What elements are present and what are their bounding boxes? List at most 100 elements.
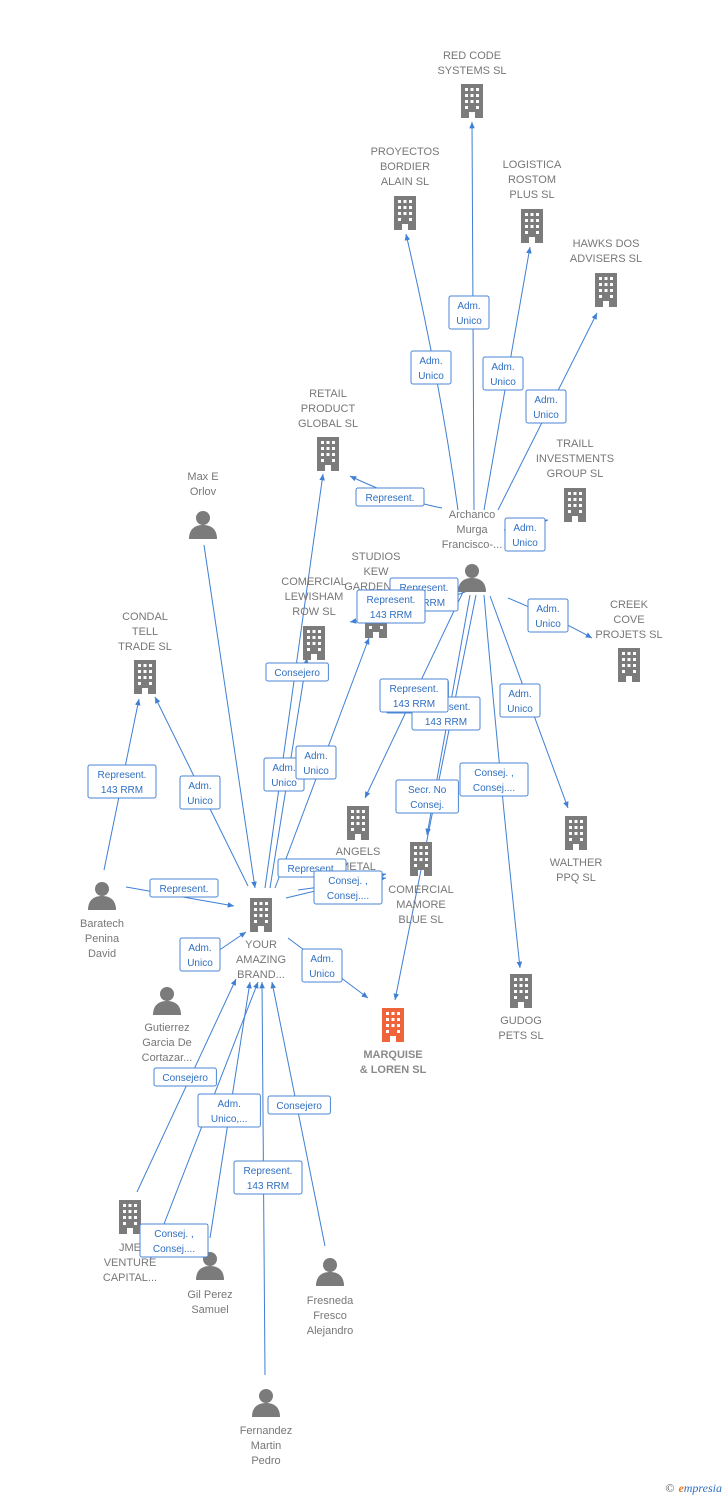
edge-label: Represent.143 RRM [87, 764, 157, 799]
edge-label: Consej. ,Consej.... [459, 762, 529, 797]
edge-label-text: Represent.143 RRM [98, 770, 147, 796]
building-icon [119, 1200, 141, 1234]
edge-label: Adm.Unico [448, 295, 490, 330]
copyright-symbol: © [665, 1481, 675, 1495]
edge-label: Adm.Unico [525, 389, 567, 424]
node-marquise[interactable]: MARQUISE& LOREN SL [360, 1008, 427, 1076]
edge-label-text: Represent. [288, 864, 337, 875]
person-icon [252, 1389, 280, 1417]
brand-initial: e [678, 1481, 684, 1495]
edge-label: Adm.Unico [527, 598, 569, 633]
edge-label-text: Consej. ,Consej.... [327, 876, 369, 902]
edge-label: Consejero [153, 1067, 217, 1087]
building-icon [618, 648, 640, 682]
edge-label-text: Adm.Unico,... [211, 1099, 248, 1125]
building-icon [134, 660, 156, 694]
edge-label: Represent.143 RRM [356, 589, 426, 624]
edge-label: Consejero [267, 1095, 331, 1115]
edge-label-text: Adm.Unico [512, 523, 538, 549]
brand-name: mpresia [683, 1481, 722, 1495]
edge-label-box [525, 389, 567, 424]
building-icon [521, 209, 543, 243]
edge-label-box [267, 1095, 331, 1115]
edge-label-box [499, 683, 541, 718]
edge-line [203, 544, 257, 889]
edge-label-text: Adm.Unico [187, 781, 213, 807]
edge-label-text: Represent. [366, 493, 415, 504]
edge-label-box [504, 517, 546, 552]
edge-label: Adm.Unico [482, 356, 524, 391]
person-icon [316, 1258, 344, 1286]
edge-label-box [448, 295, 490, 330]
edge-label-box [313, 870, 383, 905]
edge-label-text: Adm.Unico [187, 943, 213, 969]
edge-label-text: Adm.Unico [533, 395, 559, 421]
edge-label-box [233, 1160, 303, 1195]
edge-label-box [265, 662, 329, 682]
edge-label-box [356, 589, 426, 624]
edge-label-text: Adm.Unico [490, 362, 516, 388]
edge-label-box [179, 775, 221, 810]
building-icon [565, 816, 587, 850]
edge-label: Adm.Unico [295, 745, 337, 780]
edge-label: Consej. ,Consej.... [139, 1223, 209, 1258]
edge-label-box [149, 878, 219, 898]
edge-label-box [295, 745, 337, 780]
brand-watermark: ©empresia [665, 1481, 722, 1496]
edge-label-box [379, 678, 449, 713]
edge-label: Adm.Unico [263, 757, 305, 792]
edge-label-text: Represent.143 RRM [390, 684, 439, 710]
edge-label: Adm.Unico [410, 350, 452, 385]
edge-label-text: Adm.Unico [309, 954, 335, 980]
person-icon [153, 987, 181, 1015]
edge-label-text: Consej. ,Consej.... [153, 1229, 195, 1255]
edge-label: Adm.Unico [179, 937, 221, 972]
edge-label-text: Consejero [162, 1073, 208, 1084]
edges [103, 121, 598, 1376]
edge-label-text: Adm.Unico [535, 604, 561, 630]
edge-label-text: Represent. [160, 884, 209, 895]
edge-label-box [459, 762, 529, 797]
building-icon [382, 1008, 404, 1042]
building-icon [564, 488, 586, 522]
building-icon [303, 626, 325, 660]
edge-label-text: Adm.Unico [271, 763, 297, 789]
edge-label: Represent.143 RRM [379, 678, 449, 713]
edge-label: Adm.Unico [179, 775, 221, 810]
